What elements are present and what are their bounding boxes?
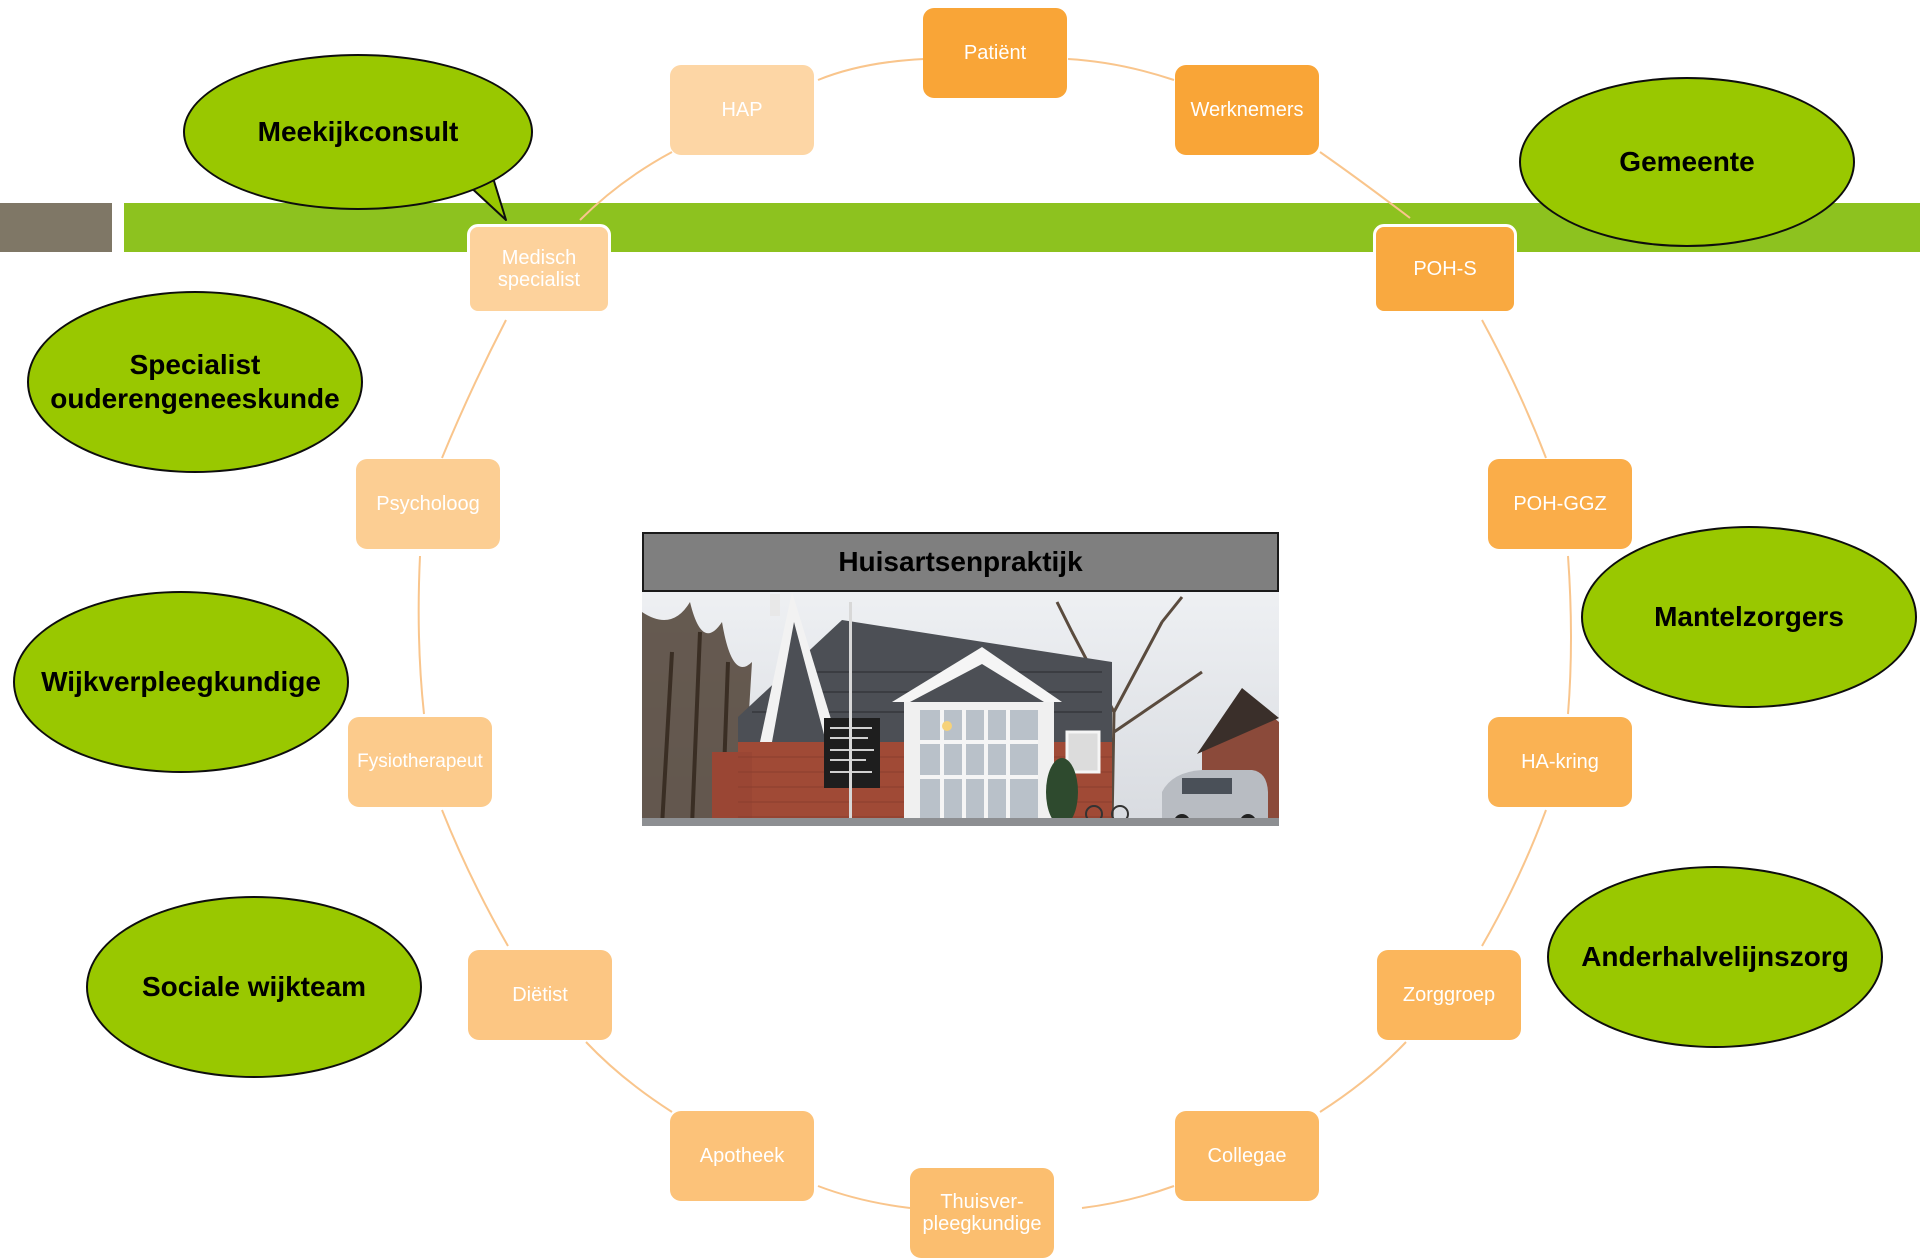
node-poh-s: POH-S [1373, 224, 1517, 314]
bubble-specialist-ouderengeneeskunde: Specialist ouderengeneeskunde [27, 291, 363, 473]
bubble-gemeente: Gemeente [1519, 77, 1855, 247]
node-medisch-specialist: Medisch specialist [467, 224, 611, 314]
node-thuisverpleegkundige: Thuisver- pleegkundige [910, 1168, 1054, 1258]
bubble-mantelzorgers: Mantelzorgers [1581, 526, 1917, 708]
node-poh-ggz: POH-GGZ [1488, 459, 1632, 549]
practice-building-photo [642, 592, 1279, 826]
center-practice-panel: Huisartsenpraktijk [642, 532, 1279, 826]
bubble-wijkverpleegkundige: Wijkverpleegkundige [13, 591, 349, 773]
header-band-grey [0, 203, 112, 252]
node-psycholoog: Psycholoog [356, 459, 500, 549]
node-collegae: Collegae [1175, 1111, 1319, 1201]
center-title: Huisartsenpraktijk [642, 532, 1279, 592]
node-dietist: Diëtist [468, 950, 612, 1040]
node-hap: HAP [670, 65, 814, 155]
node-zorggroep: Zorggroep [1377, 950, 1521, 1040]
node-werknemers: Werknemers [1175, 65, 1319, 155]
connector-arc [417, 58, 1572, 1209]
bubble-sociale-wijkteam: Sociale wijkteam [86, 896, 422, 1078]
node-patient: Patiënt [923, 8, 1067, 98]
node-fysiotherapeut: Fysiotherapeut [348, 717, 492, 807]
node-ha-kring: HA-kring [1488, 717, 1632, 807]
bubble-anderhalvelijnszorg: Anderhalvelijnszorg [1547, 866, 1883, 1048]
node-apotheek: Apotheek [670, 1111, 814, 1201]
bubble-meekijkconsult: Meekijkconsult [183, 54, 533, 210]
